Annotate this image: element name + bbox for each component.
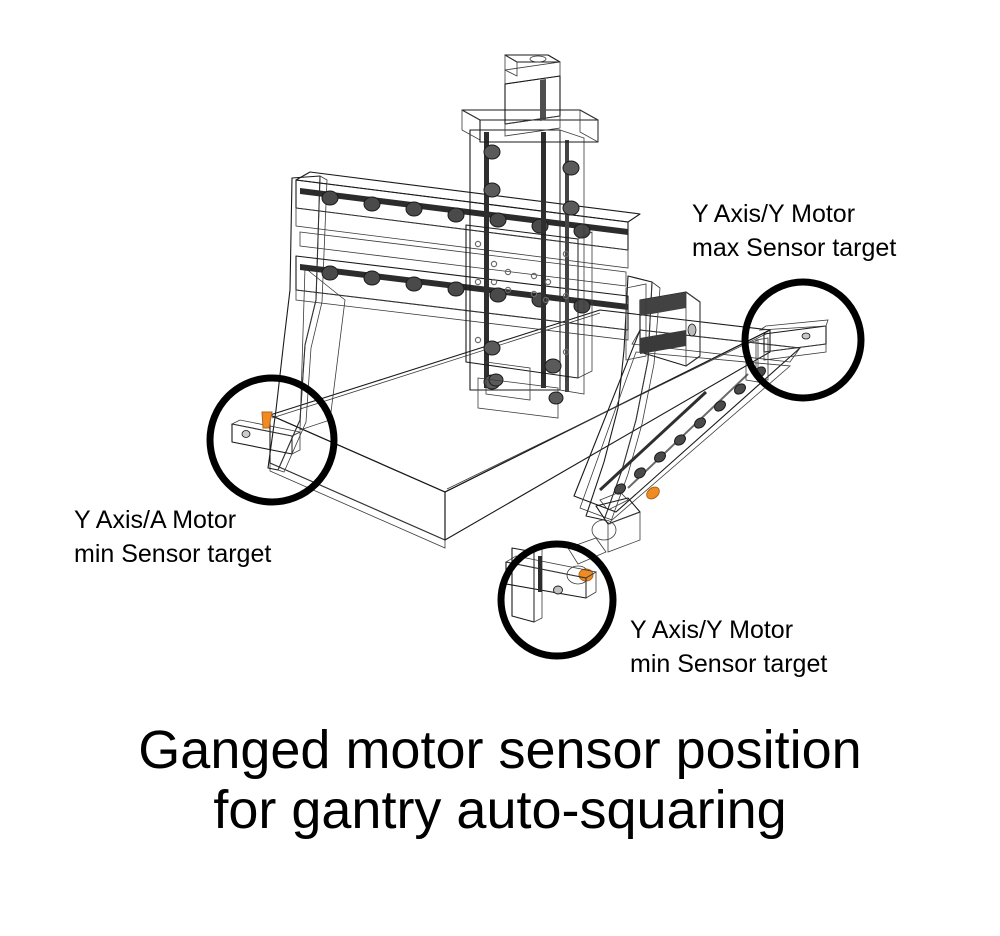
callout-y-motor-max-line2: max Sensor target <box>692 234 896 262</box>
y-axis-stepper-motor <box>625 283 701 367</box>
y-axis-leadscrew-coupler <box>599 486 660 511</box>
figure-title-line1: Ganged motor sensor position <box>138 720 861 780</box>
callout-label-a-motor-min: Y Axis/A Motor min Sensor target <box>74 506 271 568</box>
cnc-machine-illustration <box>230 54 829 623</box>
motor-shaft-boss <box>687 323 697 337</box>
callout-label-y-motor-max: Y Axis/Y Motor max Sensor target <box>692 200 896 262</box>
y-motor-max-sensor-target-bar <box>745 319 829 383</box>
z-axis-column <box>461 109 599 395</box>
right-y-axis-rail <box>573 329 801 521</box>
callout-y-motor-min-line1: Y Axis/Y Motor <box>630 616 793 644</box>
callout-y-motor-max-line1: Y Axis/Y Motor <box>692 200 855 228</box>
callout-circle-y-motor-min <box>497 540 617 660</box>
figure-title: Ganged motor sensor position for gantry … <box>138 720 861 840</box>
coupler-orange-ring <box>646 486 660 500</box>
gantry-upper-rollers <box>321 190 591 239</box>
callout-label-y-motor-min: Y Axis/Y Motor min Sensor target <box>630 616 827 678</box>
front-y-motor-assembly <box>566 497 641 585</box>
sensor-orange-tip-left <box>261 411 273 429</box>
callout-circle-a-motor-min <box>206 374 338 506</box>
carriage-plate-holes <box>474 240 570 356</box>
z-axis-stepper-motor <box>504 54 561 137</box>
callout-y-motor-min-line2: min Sensor target <box>630 650 827 678</box>
callout-a-motor-min-line2: min Sensor target <box>74 540 271 568</box>
figure-title-line2: for gantry auto-squaring <box>213 780 786 840</box>
z-column-bolts <box>483 144 580 390</box>
callout-circle-y-motor-max <box>741 278 865 402</box>
a-motor-min-sensor-target-bar <box>230 411 302 455</box>
z-axis-lower-guide <box>477 377 564 419</box>
callout-a-motor-min-line1: Y Axis/A Motor <box>74 506 236 534</box>
z-axis-carriage-plate <box>465 224 593 401</box>
